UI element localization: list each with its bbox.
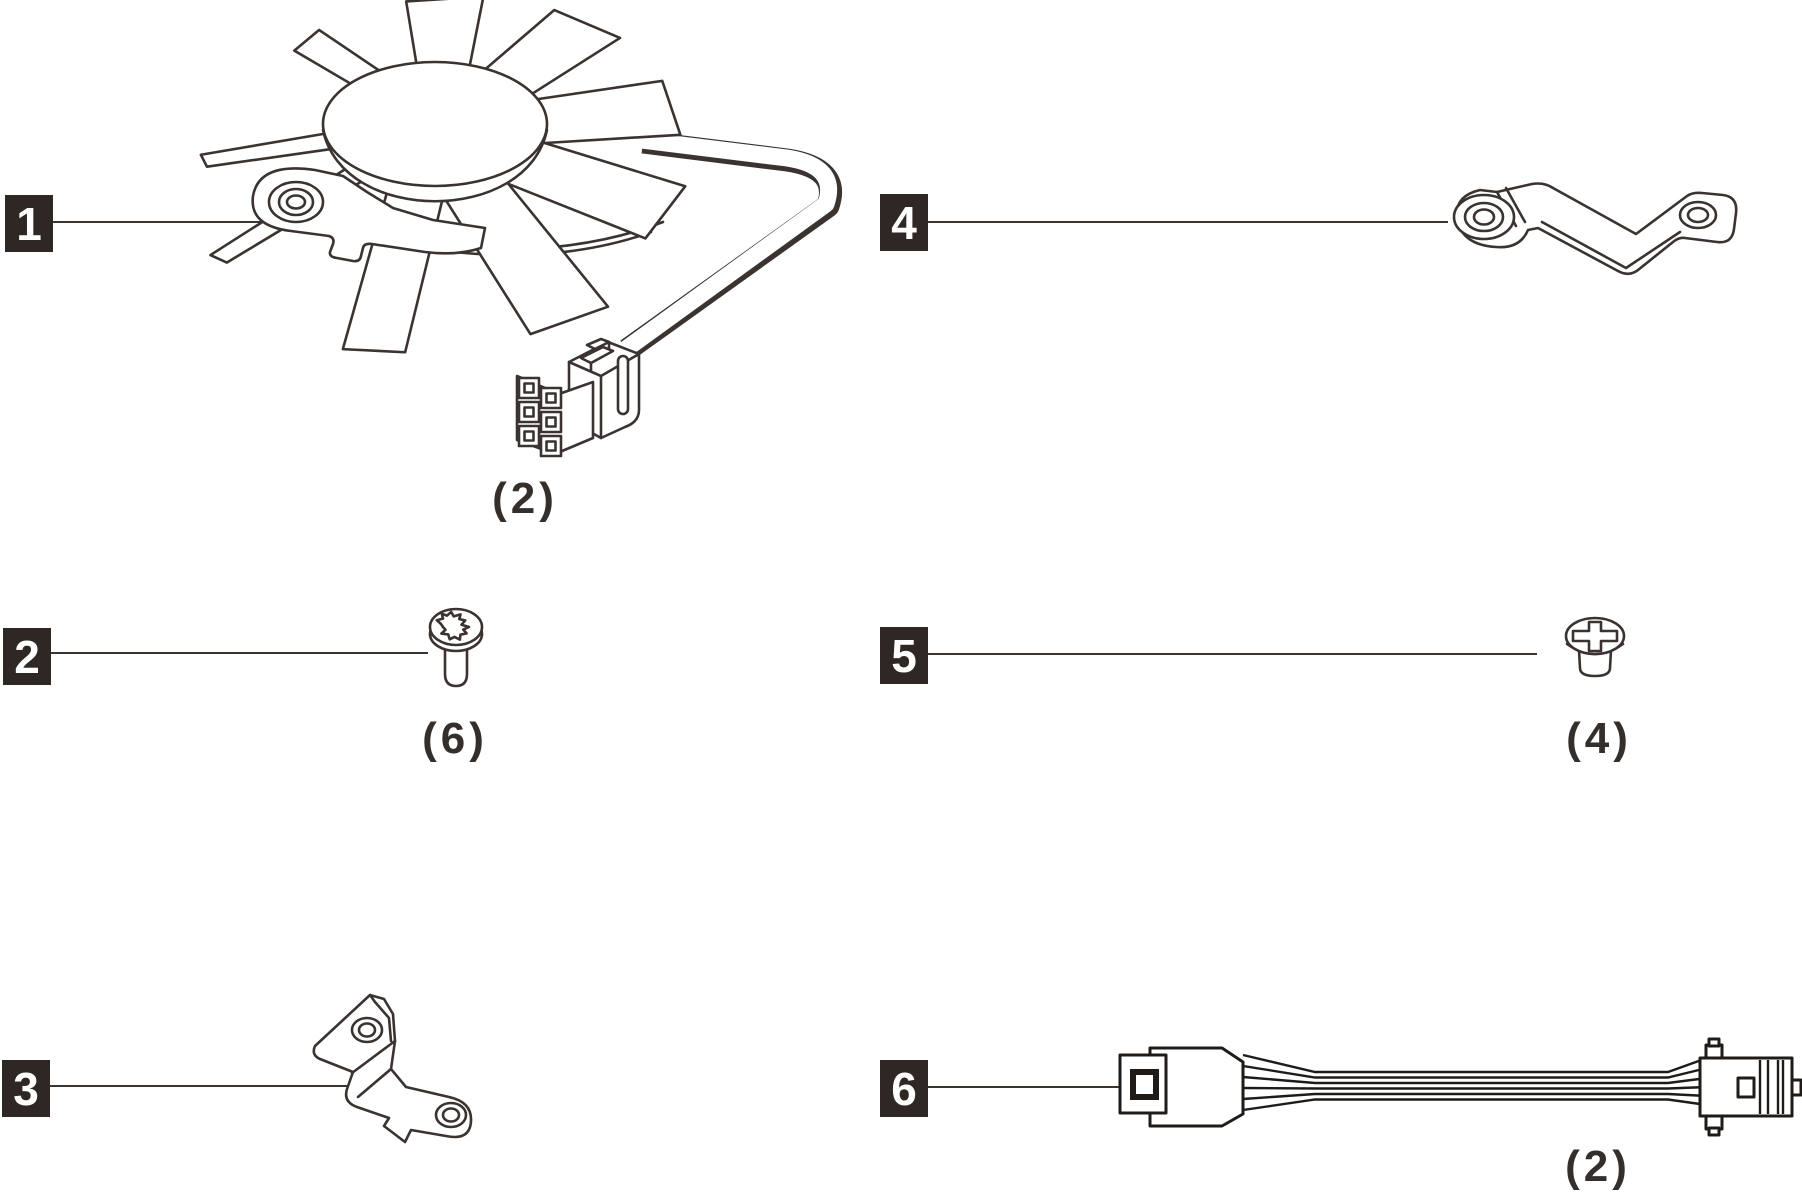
leader-line-1: [52, 221, 295, 223]
bracket-4-illustration: [1452, 182, 1738, 276]
screw-flat-illustration: [1564, 616, 1626, 678]
callout-3: 3: [2, 1060, 50, 1117]
leader-line-2: [50, 652, 428, 654]
bracket-3-illustration: [312, 993, 473, 1144]
cable-right-connector-icon: [1698, 1037, 1802, 1137]
leader-line-5: [927, 653, 1537, 655]
cable-left-connector-icon: [1118, 1046, 1245, 1128]
leader-line-3: [49, 1085, 365, 1087]
fan-illustration: [195, 0, 842, 458]
callout-5: 5: [880, 627, 928, 684]
callout-5-number: 5: [891, 629, 917, 682]
callout-2-number: 2: [14, 630, 40, 683]
qty-label-part-6: (2): [1565, 1142, 1631, 1191]
fan-connector-icon: [515, 337, 641, 458]
callout-1: 1: [5, 195, 53, 252]
screw-torx-illustration: [428, 607, 484, 688]
callout-4: 4: [880, 194, 928, 251]
leader-line-4: [927, 221, 1448, 223]
callout-1-number: 1: [16, 197, 42, 250]
callout-2: 2: [3, 628, 51, 685]
qty-label-part-5: (4): [1566, 714, 1632, 763]
callout-4-number: 4: [891, 196, 917, 249]
callout-6-number: 6: [891, 1062, 917, 1115]
qty-label-part-2: (6): [422, 714, 488, 763]
callout-3-number: 3: [13, 1062, 39, 1115]
callout-6: 6: [880, 1060, 928, 1117]
cable-illustration: [1118, 1037, 1802, 1137]
qty-label-part-1: (2): [492, 474, 558, 523]
leader-line-6: [927, 1086, 1135, 1088]
